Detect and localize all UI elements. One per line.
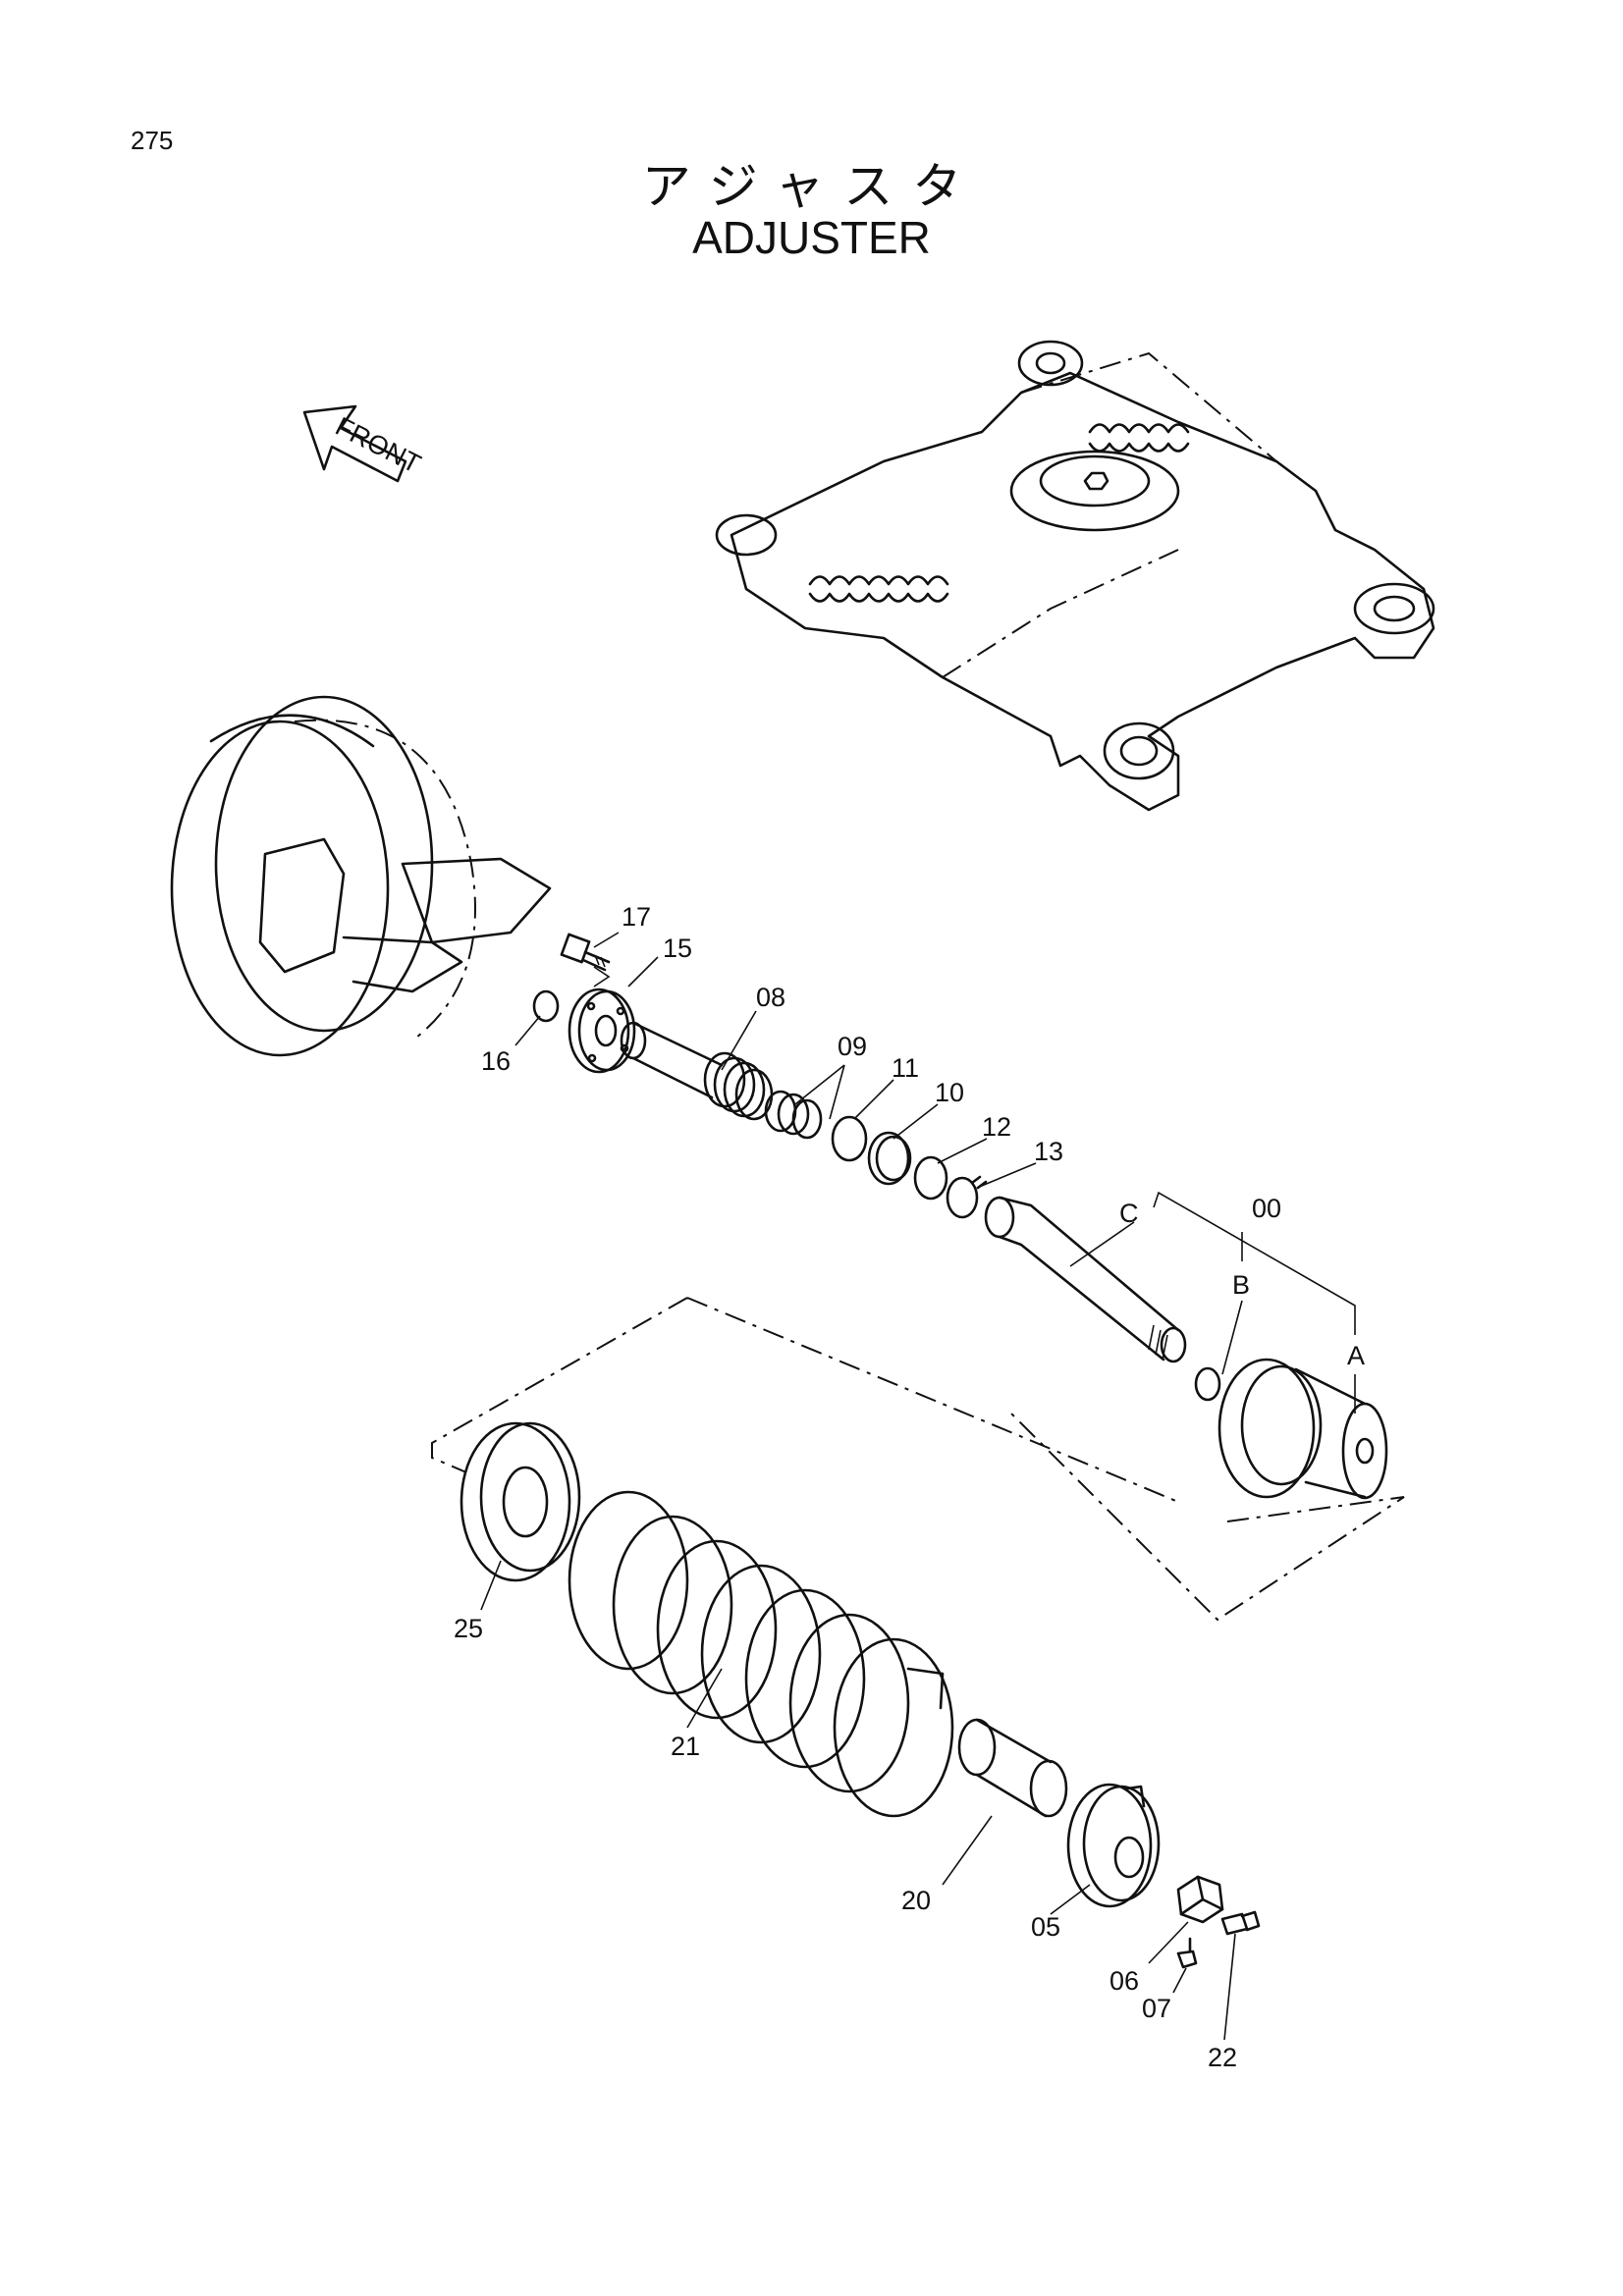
part-10-ring	[867, 1131, 912, 1186]
part-20-spacer	[957, 1718, 1068, 1818]
track-frame-illustration	[715, 340, 1435, 812]
assembly-outline	[431, 1297, 1405, 1622]
front-arrow-icon: FRONT	[302, 404, 425, 483]
label-17: 17	[622, 902, 651, 932]
label-c: C	[1119, 1199, 1139, 1228]
page-number: 275	[131, 126, 174, 155]
part-11-ring	[831, 1115, 868, 1162]
page-title-japanese: アジャスタ	[641, 158, 982, 215]
label-25: 25	[454, 1614, 483, 1643]
part-07-fitting	[1176, 1937, 1198, 1969]
label-16: 16	[481, 1046, 511, 1076]
part-16-o-ring	[532, 989, 560, 1023]
label-22: 22	[1208, 2043, 1237, 2072]
part-13-snap-ring	[946, 1175, 988, 1219]
part-c-rod	[984, 1196, 1187, 1363]
part-06-nut	[1176, 1875, 1224, 1924]
leader-lines	[480, 932, 1356, 2041]
label-15: 15	[663, 934, 692, 963]
part-08-cylinder	[620, 1021, 774, 1121]
label-20: 20	[901, 1886, 931, 1915]
label-06: 06	[1109, 1966, 1139, 1996]
label-13: 13	[1034, 1137, 1063, 1166]
part-25-washer	[460, 1421, 581, 1582]
part-05-plate	[1066, 1783, 1161, 1908]
part-12-ring	[913, 1155, 948, 1201]
label-10: 10	[935, 1078, 964, 1107]
part-09-rings	[764, 1090, 823, 1140]
part-a-cylinder	[1217, 1358, 1388, 1500]
part-labels: 17 15 16 08 09 11 10 12 13 C 00 B A 25 2…	[454, 902, 1365, 2072]
label-b: B	[1232, 1270, 1250, 1300]
label-21: 21	[671, 1732, 700, 1761]
label-12: 12	[982, 1112, 1011, 1142]
part-22-grease-fitting	[1220, 1910, 1261, 1936]
label-11: 11	[892, 1053, 919, 1083]
front-arrow-label: FRONT	[331, 411, 425, 479]
label-00: 00	[1252, 1194, 1281, 1223]
label-09: 09	[838, 1032, 867, 1061]
label-a: A	[1347, 1341, 1365, 1370]
label-08: 08	[756, 983, 785, 1012]
label-05: 05	[1031, 1912, 1060, 1942]
part-b-o-ring	[1194, 1366, 1221, 1402]
part-15-flange	[568, 988, 636, 1074]
page-title: ADJUSTER	[692, 212, 931, 263]
part-17-bolt	[560, 933, 611, 972]
idler-wheel-illustration	[170, 695, 552, 1057]
label-07: 07	[1142, 1994, 1171, 2023]
part-21-spring	[568, 1490, 954, 1818]
